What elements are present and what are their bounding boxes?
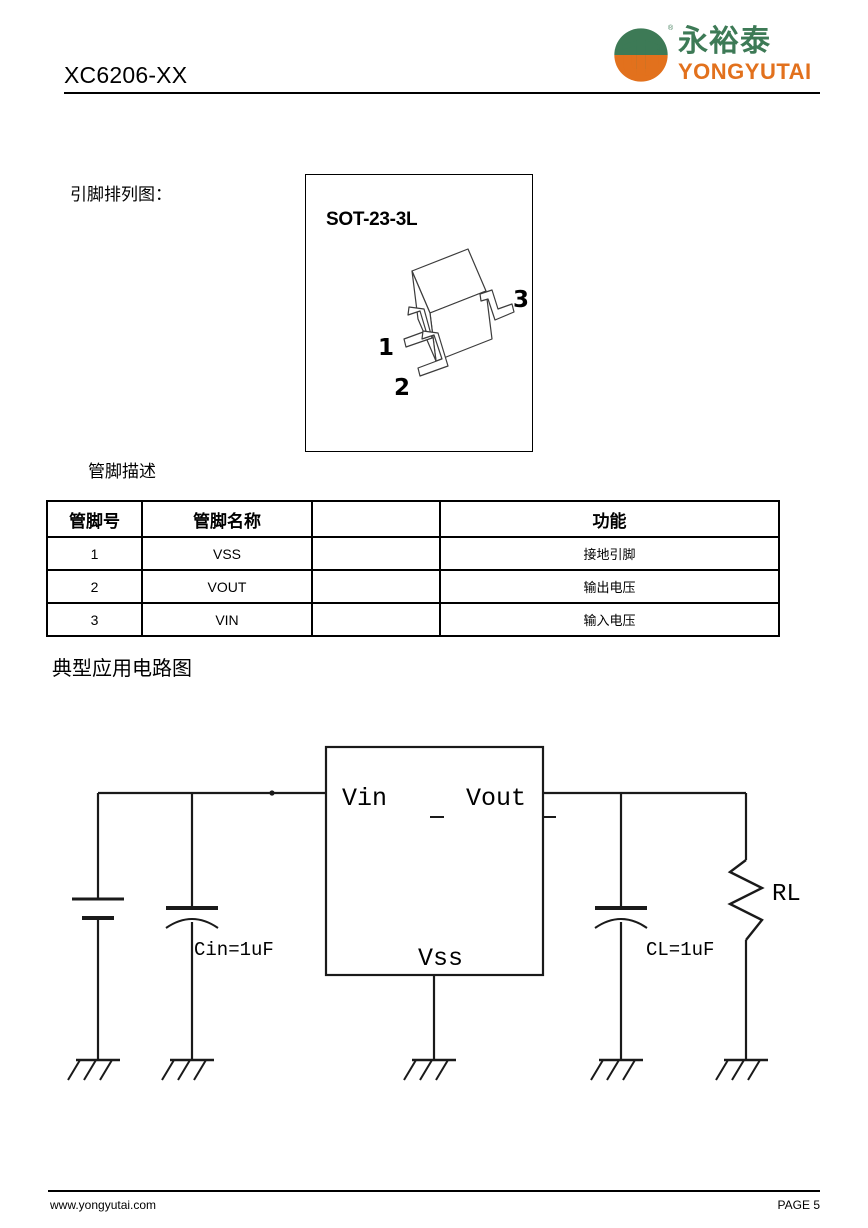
pin-callout-3: 3 bbox=[513, 287, 529, 313]
column-header-pin-number: 管脚号 bbox=[46, 500, 143, 538]
pin-description-heading: 管脚描述 bbox=[88, 462, 156, 482]
pin-description-table: 管脚号 管脚名称 功能 1 VSS 接地引脚 2 VOUT 输出电压 3 VIN bbox=[46, 500, 780, 637]
table-row: 2 VOUT 输出电压 bbox=[46, 569, 780, 604]
sot23-package-drawing: 1 2 3 bbox=[378, 248, 529, 401]
logo-english-name: YONGYUTAI bbox=[678, 59, 812, 84]
cell-function: 输出电压 bbox=[439, 569, 780, 604]
ic-pin-label-vin: Vin bbox=[342, 784, 387, 813]
logo-mark-icon bbox=[614, 28, 668, 82]
column-header-blank bbox=[311, 500, 441, 538]
package-diagram-box: SOT-23-3L 1 2 3 bbox=[305, 174, 533, 452]
rl-label: RL bbox=[772, 881, 801, 908]
column-header-function: 功能 bbox=[439, 500, 780, 538]
logo-chinese-name: 永裕泰 bbox=[678, 24, 771, 59]
table-row: 3 VIN 输入电压 bbox=[46, 602, 780, 637]
ground-symbol bbox=[161, 1058, 214, 1081]
cl-value-label: CL=1uF bbox=[646, 939, 714, 961]
cin-plate-curved bbox=[165, 918, 219, 929]
cl-plate-curved bbox=[594, 918, 648, 929]
table-row: 1 VSS 接地引脚 bbox=[46, 536, 780, 571]
pin-arrangement-heading: 引脚排列图： bbox=[70, 185, 172, 205]
cell-function: 输入电压 bbox=[439, 602, 780, 637]
ground-symbol bbox=[67, 1058, 120, 1081]
cell-pin-number: 1 bbox=[46, 536, 143, 571]
page-header: XC6206-XX ® 永裕泰 YONGYUTAI bbox=[0, 0, 868, 100]
company-logo: ® 永裕泰 YONGYUTAI bbox=[612, 24, 824, 86]
typical-application-heading: 典型应用电路图 bbox=[52, 656, 192, 680]
cin-value-label: Cin=1uF bbox=[194, 939, 274, 961]
package-name-label: SOT-23-3L bbox=[326, 209, 418, 230]
cell-pin-number: 3 bbox=[46, 602, 143, 637]
cell-blank bbox=[311, 602, 441, 637]
junction-dot bbox=[269, 790, 275, 796]
footer-page-number: PAGE 5 bbox=[777, 1198, 820, 1212]
ic-block bbox=[324, 745, 545, 977]
cell-blank bbox=[311, 569, 441, 604]
table-header-row: 管脚号 管脚名称 功能 bbox=[46, 500, 780, 538]
ground-symbol bbox=[590, 1058, 643, 1081]
cell-function: 接地引脚 bbox=[439, 536, 780, 571]
cell-pin-name: VOUT bbox=[141, 569, 313, 604]
rl-resistor-symbol bbox=[727, 859, 765, 941]
cell-pin-name: VIN bbox=[141, 602, 313, 637]
ic-pin-label-vss: Vss bbox=[418, 944, 463, 973]
cell-pin-number: 2 bbox=[46, 569, 143, 604]
cell-blank bbox=[311, 536, 441, 571]
footer-divider bbox=[48, 1190, 820, 1192]
typical-application-circuit: Vin Vout Vss Cin=1uF CL=1uF RL bbox=[67, 745, 801, 1081]
ic-pin-label-vout: Vout bbox=[466, 784, 526, 813]
ground-symbol bbox=[403, 1058, 456, 1081]
pin-callout-1: 1 bbox=[378, 335, 394, 361]
footer-website: www.yongyutai.com bbox=[50, 1198, 157, 1212]
ground-symbol bbox=[715, 1058, 768, 1081]
pin-callout-2: 2 bbox=[394, 375, 410, 401]
cell-pin-name: VSS bbox=[141, 536, 313, 571]
registered-trademark-icon: ® bbox=[668, 25, 674, 32]
page-title: XC6206-XX bbox=[64, 62, 188, 88]
header-divider bbox=[64, 92, 820, 94]
column-header-pin-name: 管脚名称 bbox=[141, 500, 313, 538]
